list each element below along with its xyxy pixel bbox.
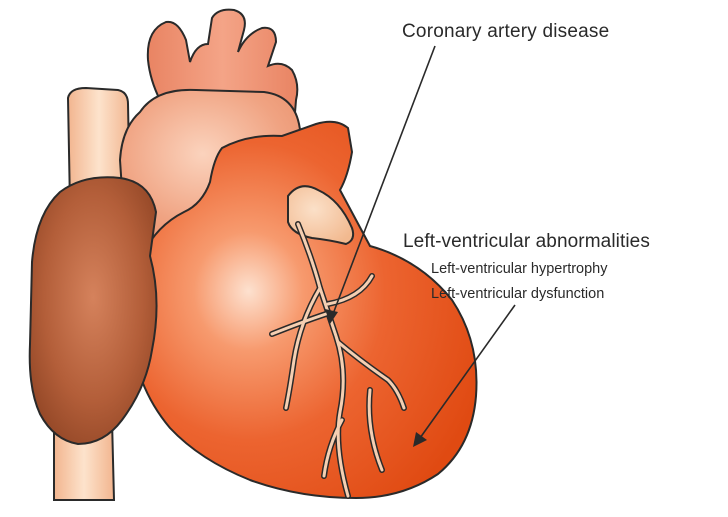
label-left-ventricular-dysfunction: Left-ventricular dysfunction bbox=[431, 287, 604, 302]
label-coronary-artery-disease: Coronary artery disease bbox=[402, 22, 609, 41]
label-left-ventricular-hypertrophy: Left-ventricular hypertrophy bbox=[431, 262, 608, 277]
label-left-ventricular-abnormalities: Left-ventricular abnormalities bbox=[403, 232, 650, 251]
right-atrium bbox=[30, 177, 157, 444]
